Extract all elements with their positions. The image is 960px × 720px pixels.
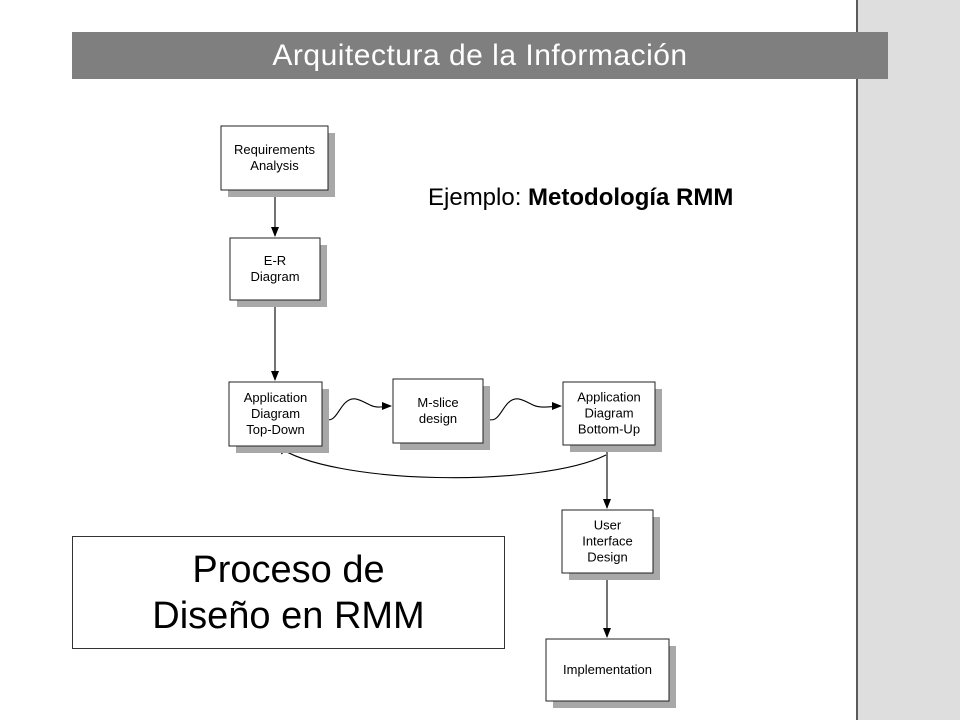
node-box	[545, 638, 670, 702]
node-box	[229, 237, 321, 301]
node-label: E-R	[264, 253, 286, 268]
diagram-edges	[271, 190, 611, 638]
example-subtitle: Ejemplo: Metodología RMM	[428, 184, 733, 212]
node-label: Diagram	[250, 269, 299, 284]
node-implementation: Implementation	[545, 638, 676, 708]
node-label: Analysis	[250, 158, 299, 173]
node-box	[220, 125, 329, 191]
node-label: Interface	[582, 534, 633, 549]
right-sidebar-panel	[856, 0, 960, 720]
node-label: Application	[244, 390, 308, 405]
node-label: Design	[587, 550, 627, 565]
edge-mslice-to-app-bottom-up	[484, 398, 562, 421]
subtitle-emphasis: Metodología RMM	[528, 184, 734, 211]
edge-app-top-down-to-mslice	[321, 398, 392, 421]
node-label: M-slice	[417, 395, 458, 410]
node-label: Bottom-Up	[578, 422, 640, 437]
node-label: Diagram	[584, 406, 633, 421]
node-label: Application	[577, 390, 641, 405]
subtitle-prefix: Ejemplo:	[428, 184, 529, 211]
node-box	[561, 509, 654, 574]
node-box	[392, 378, 484, 444]
slide-title: Arquitectura de la Información	[72, 32, 888, 79]
caption-line-2: Diseño en RMM	[152, 594, 425, 637]
caption-line-1: Proceso de	[192, 548, 385, 591]
node-label: User	[594, 518, 622, 533]
diagram-nodes: RequirementsAnalysisE-RDiagramApplicatio…	[220, 125, 676, 708]
node-box	[562, 381, 656, 446]
node-label: Top-Down	[246, 422, 305, 437]
caption-box: Proceso de Diseño en RMM	[72, 536, 505, 649]
node-label: Diagram	[251, 406, 300, 421]
node-label: Requirements	[234, 142, 315, 157]
node-label: Implementation	[563, 662, 652, 677]
node-box	[228, 381, 323, 447]
edge-app-bottom-up-back-to-top-down	[276, 445, 607, 479]
node-label: design	[419, 411, 457, 426]
